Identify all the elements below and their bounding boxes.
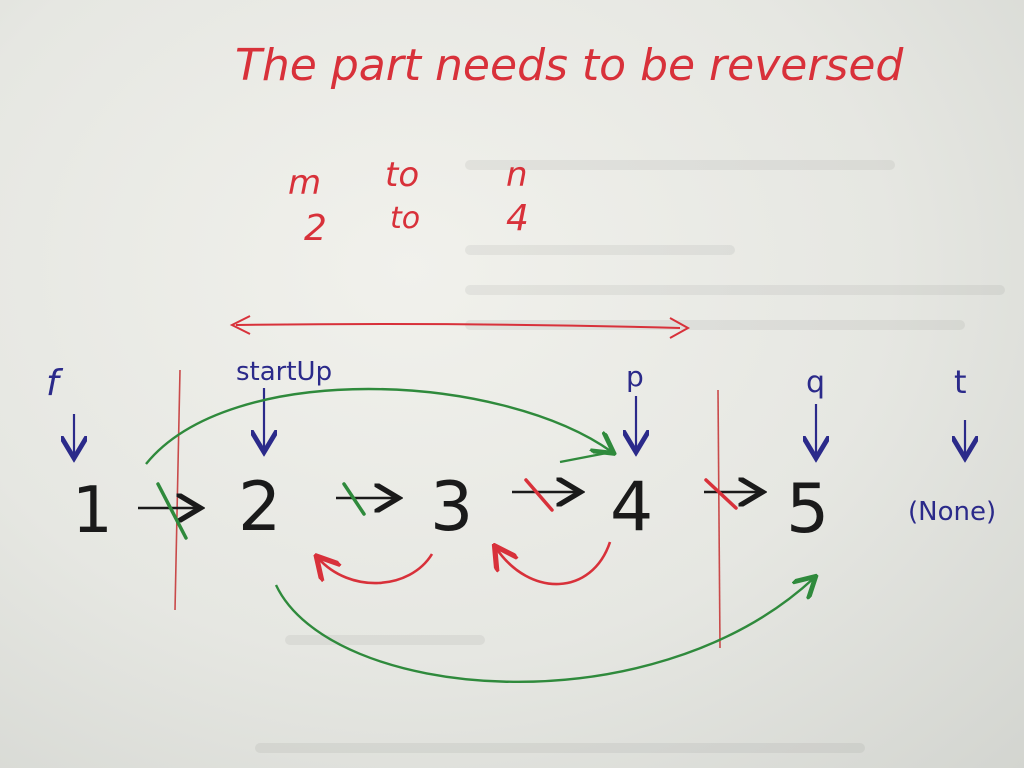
- reverse-range-double-arrow: [229, 315, 691, 339]
- crossed-links: [156, 478, 738, 540]
- node-5: 5: [786, 470, 829, 549]
- pointer-label-startup: startUp: [236, 357, 332, 387]
- green-arrow-2-to-5: [274, 578, 814, 683]
- paper-bleed-through: [255, 160, 1005, 753]
- pointer-label-q: q: [806, 365, 825, 400]
- pointer-label-p: p: [626, 360, 644, 393]
- range-value-to: to: [390, 201, 420, 236]
- pointer-label-f: f: [46, 363, 64, 404]
- left-boundary-line: [174, 369, 181, 611]
- node-4: 4: [610, 468, 653, 547]
- green-arrow-1-to-4: [145, 387, 612, 465]
- range-label-m: m: [288, 163, 321, 203]
- title-text: The part needs to be reversed: [235, 40, 904, 91]
- pointer-label-t: t: [954, 363, 967, 401]
- red-arrow-3-to-2: [318, 554, 434, 585]
- next-arrows: [138, 492, 760, 508]
- range-value-m: 2: [304, 208, 327, 249]
- range-label-n: n: [506, 155, 528, 195]
- pointer-arrows: [74, 388, 965, 456]
- green-arrow-1-to-4-tail: [559, 450, 613, 464]
- red-arrow-4-to-3: [496, 542, 612, 586]
- range-label-to: to: [385, 155, 419, 195]
- node-none: (None): [908, 497, 996, 527]
- node-1: 1: [72, 474, 113, 548]
- range-value-n: 4: [506, 198, 529, 239]
- node-3: 3: [430, 468, 473, 547]
- node-2: 2: [238, 468, 281, 547]
- right-boundary-line: [717, 389, 721, 649]
